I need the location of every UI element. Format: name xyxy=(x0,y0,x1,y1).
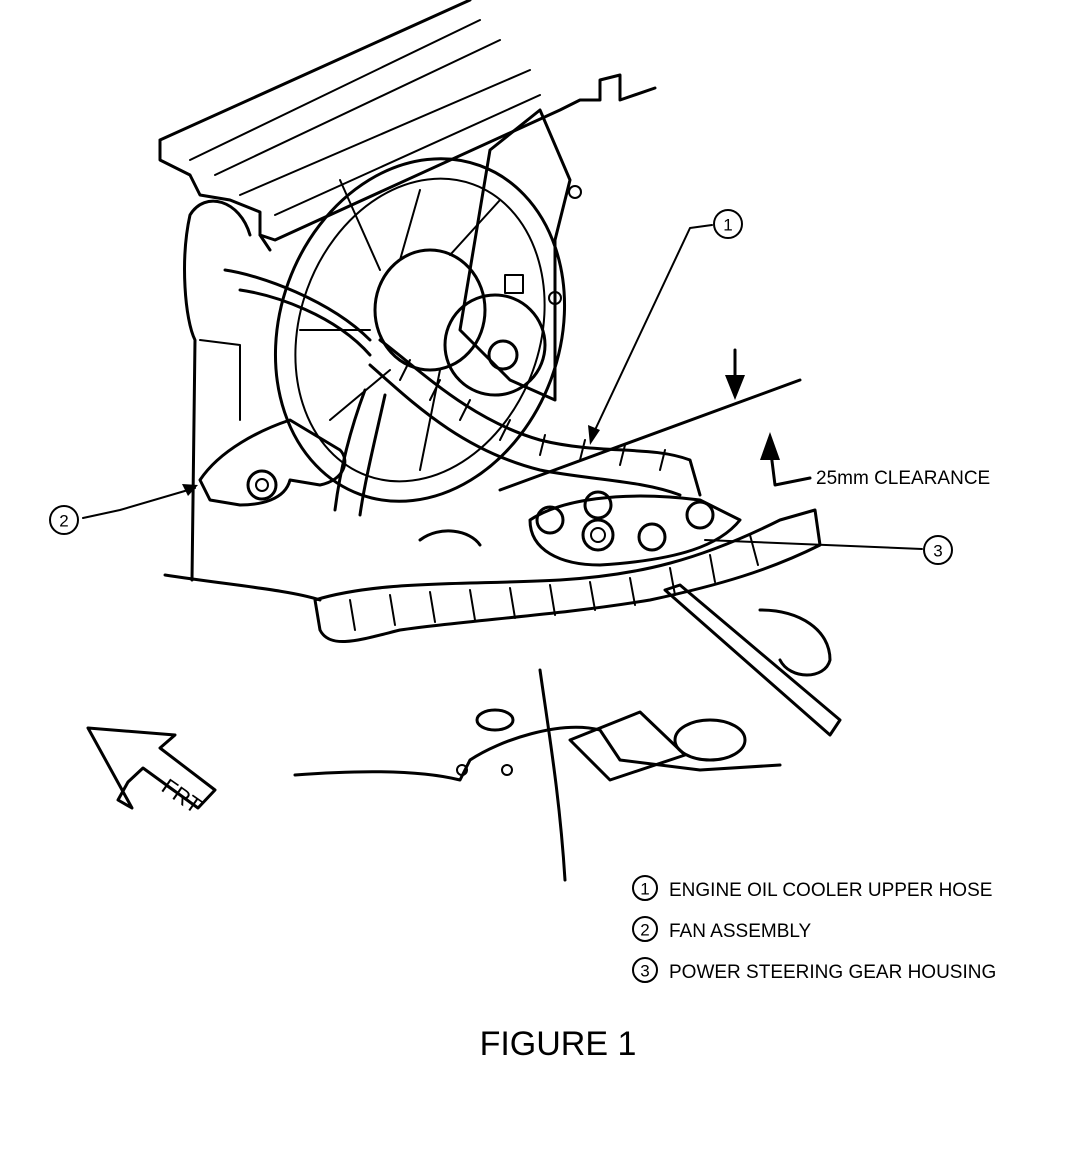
legend-item-2-text: FAN ASSEMBLY xyxy=(669,921,812,942)
legend-item-3: 3 POWER STEERING GEAR HOUSING xyxy=(632,957,996,983)
callout-1-number: 1 xyxy=(723,216,732,235)
clearance-arrows xyxy=(725,348,812,487)
mounting-tab xyxy=(198,418,347,507)
callout-1-marker: 1 xyxy=(713,209,743,239)
shroud-bracket xyxy=(443,108,582,402)
figure-title: FIGURE 1 xyxy=(480,1025,637,1063)
leader-lines xyxy=(82,224,923,550)
oil-cooler-hose xyxy=(223,268,702,517)
legend-item-3-text: POWER STEERING GEAR HOUSING xyxy=(669,962,996,983)
lower-frame xyxy=(163,529,832,882)
radiator-side-tank xyxy=(183,199,252,582)
clearance-label: 25mm CLEARANCE xyxy=(816,468,990,489)
legend-item-1: 1 ENGINE OIL COOLER UPPER HOSE xyxy=(632,875,992,901)
callout-3-number: 3 xyxy=(933,542,942,561)
legend-item-1-number: 1 xyxy=(640,880,649,899)
front-direction-arrow: FRT xyxy=(86,726,217,819)
callout-3-marker: 3 xyxy=(923,535,953,565)
frt-label: FRT xyxy=(157,774,206,819)
legend-item-1-text: ENGINE OIL COOLER UPPER HOSE xyxy=(669,880,992,901)
power-steering-gear-housing xyxy=(528,490,742,567)
legend-item-2-number: 2 xyxy=(640,921,649,940)
legend-item-3-number: 3 xyxy=(640,962,649,981)
callout-2-number: 2 xyxy=(59,512,68,531)
legend: 1 ENGINE OIL COOLER UPPER HOSE 2 FAN ASS… xyxy=(632,875,996,983)
callout-2-marker: 2 xyxy=(49,505,79,535)
wiring-harness xyxy=(313,508,822,644)
radiator-top-rail xyxy=(158,0,657,252)
steering-rod xyxy=(498,378,842,737)
legend-item-2: 2 FAN ASSEMBLY xyxy=(632,916,812,942)
